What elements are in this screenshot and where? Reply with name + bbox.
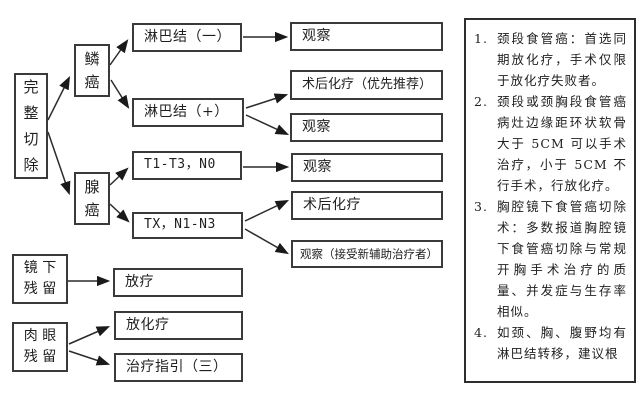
node-radiotherapy: 放疗 [113,268,243,297]
note-item: 2. 颈段或颈胸段食管癌病灶边缘距环状软骨大于 5CM 可以手术治疗，小于 5C… [471,91,627,196]
note-item: 1. 颈段食管癌：首选同期放化疗，手术仅限于放化疗失败者。 [471,28,627,91]
note-text: 颈段或颈胸段食管癌病灶边缘距环状软骨大于 5CM 可以手术治疗，小于 5CM 不… [497,94,627,193]
note-text: 如颈、胸、腹野均有淋巴结转移，建议根 [497,325,627,361]
arrow-tx-to-observe-neoadjuvant [244,228,289,255]
note-text: 胸腔镜下食管癌切除术：多数报道胸腔镜下食管癌切除与常规开胸手术治疗的质量、并发症… [497,199,627,319]
node-postop-chemo-recommended: 术后化疗（优先推荐） [290,70,443,100]
notes-panel: 1. 颈段食管癌：首选同期放化疗，手术仅限于放化疗失败者。 2. 颈段或颈胸段食… [464,18,636,383]
arrow-complete-to-adeno [47,131,71,196]
arrow-ln-positive-to-postchemo-rec [245,93,289,109]
node-observe-ln-negative: 观察 [290,22,443,51]
node-observe-ln-positive: 观察 [290,113,443,142]
node-chemoradiotherapy: 放化疗 [114,311,243,340]
node-observe-t1t3: 观察 [291,153,443,182]
node-tx-n1-n3: TX，N1-N3 [132,212,243,239]
note-number: 2. [474,94,488,109]
node-squamous-carcinoma: 鳞 癌 [74,44,110,97]
arrow-ln-positive-to-observe [245,114,290,135]
node-lymph-node-negative: 淋巴结（一） [132,23,242,52]
arrow-squamous-to-ln-negative [109,39,129,66]
arrow-adeno-to-t1t3 [109,167,129,186]
node-adenocarcinoma: 腺 癌 [74,172,110,225]
note-item: 4. 如颈、胸、腹野均有淋巴结转移，建议根 [471,322,627,364]
note-number: 4. [474,325,488,340]
arrow-gross-to-chemoradio [68,326,111,345]
node-treatment-guideline-3: 治疗指引（三） [114,353,243,382]
arrow-tx-to-postchemo [244,200,290,222]
note-number: 1. [474,31,488,46]
node-postop-chemo: 术后化疗 [291,191,443,220]
arrow-complete-to-squamous [47,75,71,121]
node-observe-neoadjuvant: 观察（接受新辅助治疗者） [291,240,443,268]
node-t1-t3-n0: T1-T3，N0 [132,151,242,180]
arrow-adeno-to-tx [109,203,130,223]
node-complete-resection: 完 整 切 除 [14,73,48,179]
note-number: 3. [474,199,488,214]
note-item: 3. 胸腔镜下食管癌切除术：多数报道胸腔镜下食管癌切除与常规开胸手术治疗的质量、… [471,196,627,322]
node-lymph-node-positive: 淋巴结（+） [132,98,244,127]
note-text: 颈段食管癌：首选同期放化疗，手术仅限于放化疗失败者。 [497,31,627,88]
arrow-squamous-to-ln-positive [110,79,130,109]
node-gross-residual: 肉 眼 残 留 [12,322,68,372]
node-microscopic-residual: 镜 下 残 留 [12,254,68,304]
arrow-gross-to-guideline [68,350,111,366]
